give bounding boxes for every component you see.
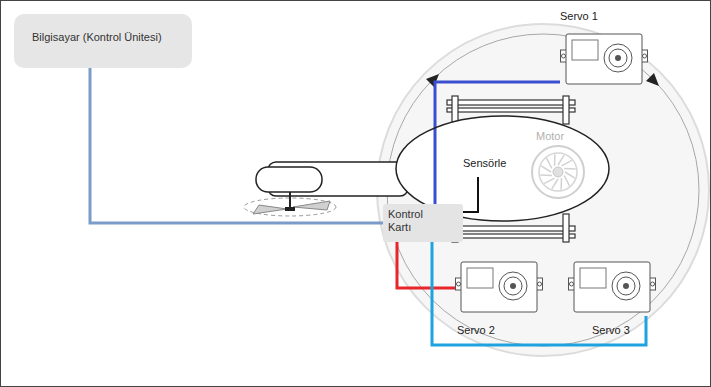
- rotation-disc: [377, 24, 709, 356]
- rotation-arrowhead: [646, 73, 659, 86]
- servo-label: Servo 2: [457, 324, 495, 337]
- servo-panel: [467, 268, 493, 288]
- wire-connector: [90, 68, 383, 223]
- motor-vane: [544, 178, 554, 184]
- servo-shaft: [510, 283, 516, 289]
- label-holder: Motor: [536, 130, 564, 143]
- frame-rail: [447, 234, 575, 238]
- servo-horn: [609, 49, 627, 67]
- rotor-blade: [253, 205, 287, 214]
- motor-ring: [539, 153, 577, 191]
- motor-vane: [546, 158, 552, 168]
- rotor-shaft: [289, 192, 291, 209]
- servo-shaft: [615, 55, 621, 61]
- motor-watermark: Motor: [536, 130, 564, 143]
- servo-horn: [499, 272, 527, 300]
- servo-screw: [651, 282, 655, 286]
- node-label: Kontrol Kartı: [388, 208, 434, 234]
- wire-connector: [435, 82, 560, 204]
- frame-post: [563, 214, 569, 242]
- computer-unit: Bilgisayar (Kontrol Ünitesi): [14, 14, 192, 68]
- frame-post: [563, 96, 569, 124]
- node-label: Bilgisayar (Kontrol Ünitesi): [32, 31, 174, 44]
- motor-vane: [562, 160, 572, 166]
- motor-hub: [553, 167, 563, 177]
- servo-symbol: [455, 258, 543, 316]
- rotor-hub: [285, 207, 295, 211]
- servo-motor: Servo 3: [568, 258, 656, 316]
- wire-connector: [397, 242, 455, 288]
- servo-panel: [572, 40, 598, 60]
- control-card: Kontrol Kartı: [383, 204, 463, 242]
- servo-label: Servo 3: [592, 324, 630, 337]
- sensor-label: Sensörle: [463, 157, 506, 170]
- motor-vane: [565, 172, 575, 178]
- servo-motor: Servo 2: [455, 258, 543, 316]
- motor-vane: [564, 168, 576, 170]
- servo-case: [574, 262, 650, 312]
- servo-case: [566, 34, 642, 84]
- servo-symbol: [568, 258, 656, 316]
- servo-screw: [562, 54, 566, 58]
- motor-vane: [558, 155, 564, 165]
- motor-icon: [532, 146, 584, 198]
- servo-horn: [604, 44, 632, 72]
- servo-horn: [612, 272, 640, 300]
- servo-screw: [538, 282, 542, 286]
- frame-rail: [447, 226, 575, 231]
- servo-case: [461, 262, 537, 312]
- frame-rail: [447, 100, 575, 105]
- servo-horn: [504, 277, 522, 295]
- servo-screw: [643, 54, 647, 58]
- servo-screw: [457, 282, 461, 286]
- servo-motor: Servo 1: [560, 30, 648, 88]
- servo-symbol: [560, 30, 648, 88]
- rotor-blade: [293, 201, 330, 210]
- servo-screw: [570, 282, 574, 286]
- rotation-track: [387, 34, 699, 346]
- wire-connector: [463, 177, 478, 212]
- motor-vane: [564, 176, 570, 186]
- servo-panel: [580, 268, 606, 288]
- motor-vane: [560, 178, 562, 190]
- motor-ring: [532, 146, 584, 198]
- servo-label: Servo 1: [560, 10, 598, 23]
- frame-rail: [447, 108, 575, 112]
- rotor-housing: [256, 167, 322, 192]
- wire-connector: [432, 242, 646, 345]
- motor-vane: [554, 154, 556, 166]
- motor-vane: [541, 166, 551, 172]
- servo-shaft: [623, 283, 629, 289]
- motor-vane: [552, 179, 558, 189]
- servo-horn: [617, 277, 635, 295]
- frame-post: [452, 96, 458, 124]
- motor-vane: [540, 174, 552, 176]
